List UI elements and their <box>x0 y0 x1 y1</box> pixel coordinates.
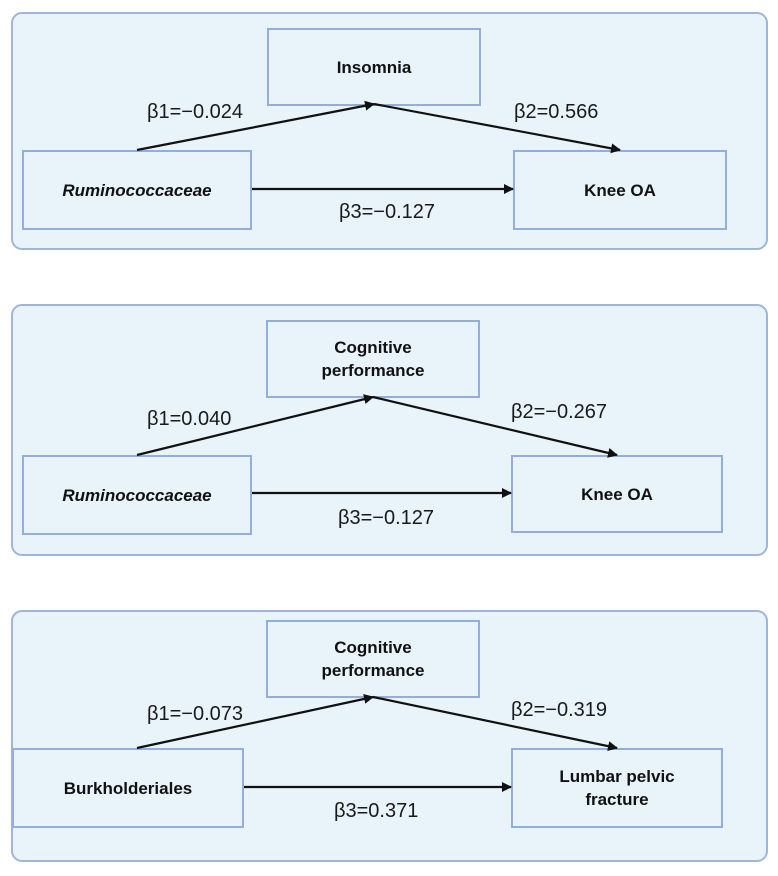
arrow-exposure-to-mediator-3 <box>136 694 374 750</box>
beta1-label-1: β1=−0.024 <box>147 101 244 123</box>
beta3-label-2: β3=−0.127 <box>338 507 435 529</box>
beta1-label-2: β1=0.040 <box>147 408 232 430</box>
exposure-box-2: Ruminococcaceae <box>22 455 252 535</box>
arrow-mediator-to-outcome-3 <box>372 695 618 752</box>
beta2-label-3: β2=−0.319 <box>511 699 608 721</box>
exposure-box-1: Ruminococcaceae <box>22 150 252 230</box>
arrow-exposure-to-mediator-2 <box>136 394 374 457</box>
beta3-label-1: β3=−0.127 <box>339 201 436 223</box>
outcome-box-3: Lumbar pelvic fracture <box>511 748 723 828</box>
exposure-box-3: Burkholderiales <box>12 748 244 828</box>
arrow-mediator-to-outcome-1 <box>373 102 621 154</box>
beta2-label-1: β2=0.566 <box>514 101 599 123</box>
beta1-label-3: β1=−0.073 <box>147 703 244 725</box>
outcome-box-2: Knee OA <box>511 455 723 533</box>
arrow-mediator-to-outcome-2 <box>372 395 618 458</box>
arrow-exposure-to-mediator-1 <box>136 100 375 152</box>
outcome-box-1: Knee OA <box>513 150 727 230</box>
beta3-label-3: β3=0.371 <box>334 800 419 822</box>
beta2-label-2: β2=−0.267 <box>511 401 608 423</box>
mediator-box-1: Insomnia <box>267 28 481 106</box>
mediator-box-3: Cognitive performance <box>266 620 480 698</box>
mediator-box-2: Cognitive performance <box>266 320 480 398</box>
